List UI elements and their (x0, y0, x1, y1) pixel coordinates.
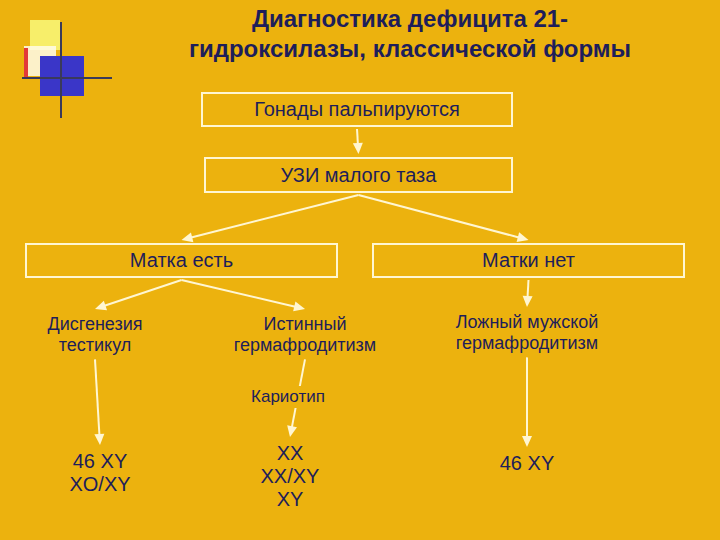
arrow-head (94, 434, 104, 445)
arrow-line (95, 359, 99, 435)
outcome-label: Ложный мужской гермафродитизм (421, 312, 633, 353)
outcome-text: 46 XY (496, 450, 558, 477)
free-label: Кариотип (247, 386, 329, 408)
process-box: Матка есть (25, 243, 338, 278)
box-label: Матки нет (482, 249, 575, 272)
process-box: Гонады пальпируются (201, 92, 513, 127)
flow-arrow (94, 359, 104, 445)
arrow-line (526, 357, 528, 437)
box-label: УЗИ малого таза (281, 164, 437, 187)
arrow-head (95, 301, 107, 310)
outcome-text: XX XX/XY XY (250, 440, 330, 513)
outcome-label: 46 XY XO/XY (64, 450, 136, 496)
arrow-head (293, 302, 305, 312)
arrow-line (182, 280, 296, 307)
deco-line (60, 22, 62, 118)
outcome-label: Истинный гермафродитизм (209, 314, 401, 355)
outcome-label: Дисгенезия тестикул (24, 314, 166, 355)
arrow-head (517, 232, 529, 242)
flow-arrow (182, 280, 306, 311)
flow-arrow (523, 280, 533, 307)
arrow-head (353, 143, 363, 154)
deco-bar (24, 48, 28, 78)
outcome-text: 46 XY XO/XY (60, 448, 140, 498)
outcome-text: Ложный мужской гермафродитизм (417, 310, 637, 355)
deco-square (30, 20, 60, 50)
flow-arrow (522, 357, 532, 447)
box-label: Матка есть (130, 249, 233, 272)
outcome-text: Истинный гермафродитизм (205, 312, 405, 357)
flow-arrow (182, 195, 359, 242)
box-text-group: Гонады пальпируются (254, 98, 460, 121)
arrow-line (356, 129, 359, 144)
deco-line (22, 77, 112, 79)
process-box: Матки нет (372, 243, 685, 278)
arrow-line (527, 280, 530, 297)
arrow-line (191, 195, 358, 238)
box-text-group: Матка есть (130, 249, 233, 272)
box-text-group: Матки нет (482, 249, 575, 272)
flow-arrow (353, 129, 363, 154)
arrow-line (104, 280, 181, 306)
arrow-line (359, 195, 519, 237)
outcome-label: 46 XY (500, 452, 554, 475)
arrow-head (522, 436, 532, 447)
outcome-text: Дисгенезия тестикул (20, 312, 170, 357)
arrow-head (523, 296, 533, 307)
arrow-head (287, 425, 297, 437)
box-label: Гонады пальпируются (254, 98, 460, 121)
arrow-head (182, 232, 194, 242)
slide-title: Диагностика дефицита 21-гидроксилазы, кл… (169, 4, 652, 64)
flow-arrow (359, 195, 529, 242)
outcome-label: XX XX/XY XY (254, 442, 326, 511)
process-box: УЗИ малого таза (204, 157, 513, 193)
flow-arrow (95, 280, 182, 310)
box-text-group: УЗИ малого таза (281, 164, 437, 187)
